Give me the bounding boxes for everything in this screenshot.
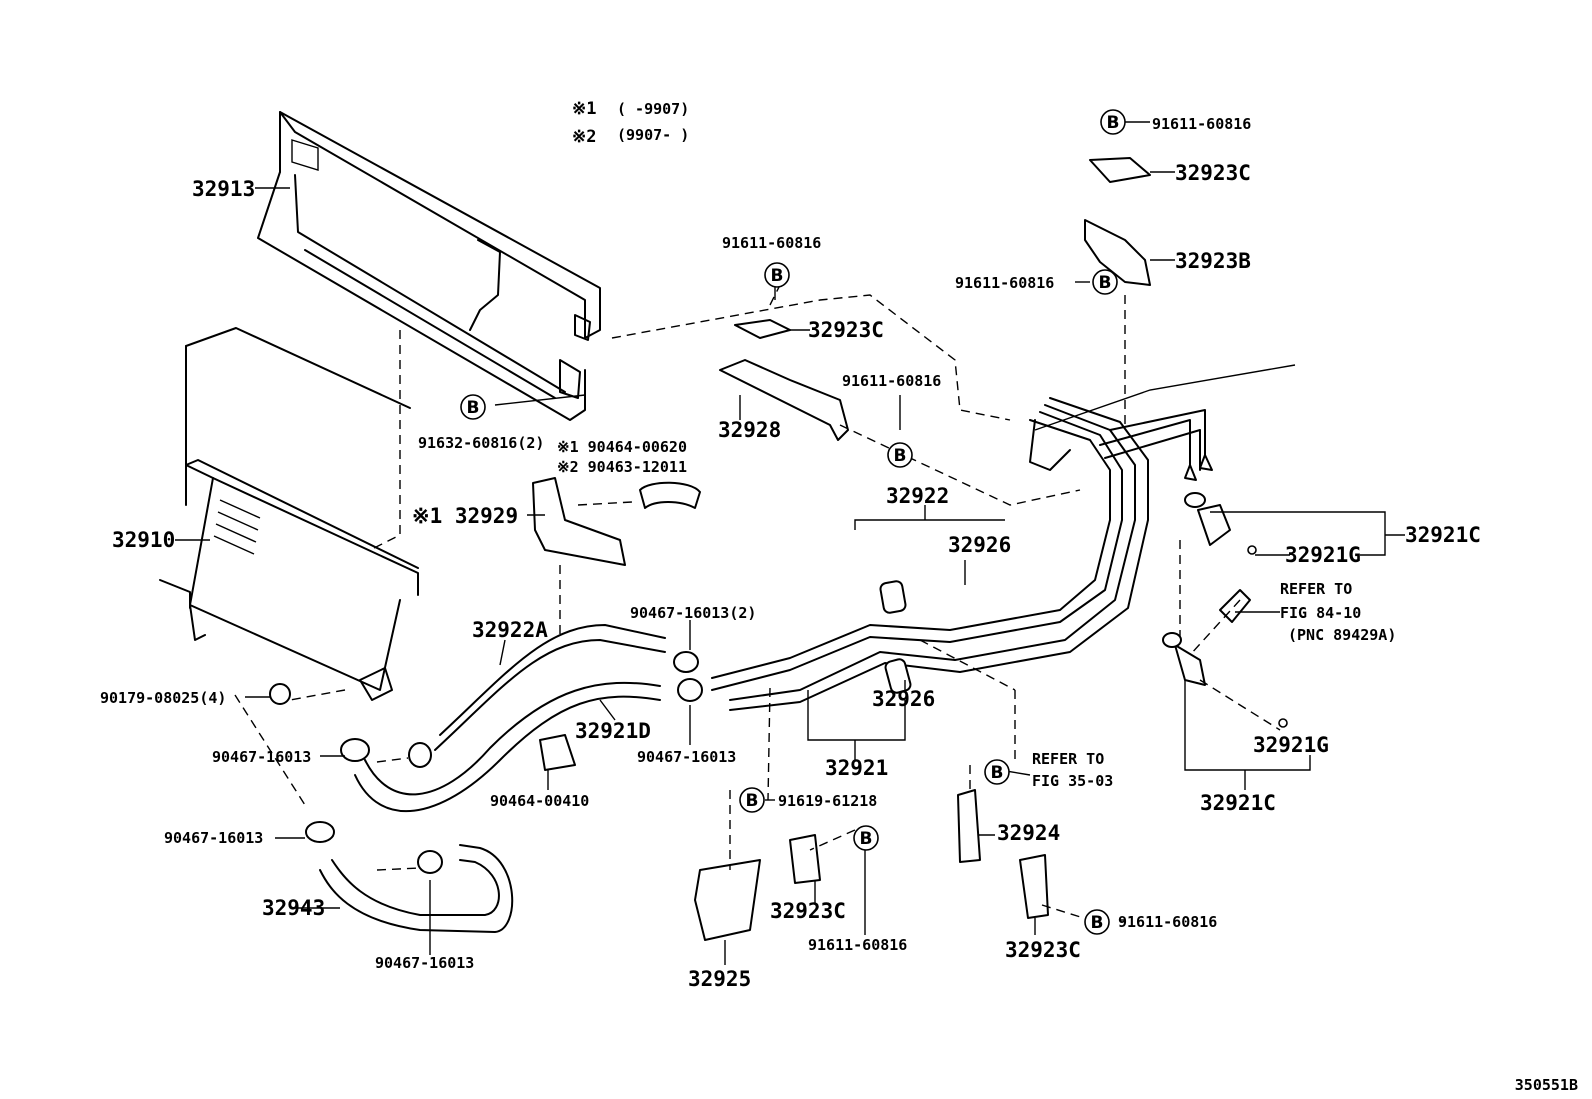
label-91611-tr: 91611-60816 (1152, 115, 1251, 133)
svg-text:B: B (860, 829, 873, 849)
label-32910: 32910 (112, 528, 175, 552)
label-90467-d: 90467-16013 (375, 954, 474, 972)
svg-text:B: B (746, 791, 759, 811)
label-91611-low: 91611-60816 (808, 936, 907, 954)
label-32921g-b: 32921G (1253, 733, 1329, 757)
notes-block: ※1 ( -9907) ※2 (9907- ) (572, 99, 689, 147)
label-leaders (175, 121, 1405, 965)
label-91611-top: 91611-60816 (722, 234, 821, 252)
label-91619: 91619-61218 (778, 792, 877, 810)
note-2-mark: ※2 (572, 127, 596, 147)
label-90467-b: 90467-16013 (637, 748, 736, 766)
label-91611-right-low: 91611-60816 (1118, 913, 1217, 931)
label-32925: 32925 (688, 967, 751, 991)
bolt-marker: B (984, 759, 1010, 785)
cooler-pipes (711, 397, 1213, 711)
label-90463-12011: ※2 90463-12011 (557, 458, 687, 476)
bolt-marker: B (460, 394, 486, 420)
label-32921g-a: 32921G (1285, 543, 1361, 567)
label-32922: 32922 (886, 484, 949, 508)
label-32928: 32928 (718, 418, 781, 442)
label-90467-16013-x2: 90467-16013(2) (630, 604, 756, 622)
svg-text:B: B (1107, 113, 1120, 133)
label-refer-84-line3: (PNC 89429A) (1288, 626, 1396, 644)
label-32923c-low: 32923C (770, 899, 846, 923)
oil-cooler (159, 327, 419, 701)
note-1-range: ( -9907) (617, 100, 689, 118)
label-91611-mid: 91611-60816 (842, 372, 941, 390)
bolt-markers: B B B B B B B B B (460, 109, 1126, 935)
bolt-marker: B (764, 262, 790, 288)
label-91611-tr2: 91611-60816 (955, 274, 1054, 292)
label-90467-a: 90467-16013 (212, 748, 311, 766)
clamps (269, 157, 1288, 941)
figure-id: 350551B (1515, 1076, 1578, 1094)
note-2-range: (9907- ) (617, 126, 689, 144)
bolt-marker: B (1100, 109, 1126, 135)
label-32943: 32943 (262, 896, 325, 920)
hoses (319, 580, 912, 933)
svg-text:B: B (467, 398, 480, 418)
label-32923b: 32923B (1175, 249, 1251, 273)
label-32924: 32924 (997, 821, 1060, 845)
label-refer-35-line1: REFER TO (1032, 750, 1104, 768)
bolt-marker: B (739, 787, 765, 813)
label-90464-00620: ※1 90464-00620 (557, 438, 687, 456)
label-refer-84-line2: FIG 84-10 (1280, 604, 1361, 622)
label-90467-c: 90467-16013 (164, 829, 263, 847)
svg-text:B: B (894, 446, 907, 466)
label-32923c-tr: 32923C (1175, 161, 1251, 185)
label-91632: 91632-60816(2) (418, 434, 544, 452)
note-1-mark: ※1 (572, 99, 596, 119)
label-32922a: 32922A (472, 618, 548, 642)
upper-support-panel (257, 111, 601, 421)
svg-text:B: B (1091, 913, 1104, 933)
svg-text:B: B (1099, 273, 1112, 293)
label-90179: 90179-08025(4) (100, 689, 226, 707)
svg-text:B: B (771, 266, 784, 286)
bolt-marker: B (1084, 909, 1110, 935)
label-32923c-right-low: 32923C (1005, 938, 1081, 962)
bolt-marker: B (853, 825, 879, 851)
label-32926-b: 32926 (872, 687, 935, 711)
label-32923c-top: 32923C (808, 318, 884, 342)
label-32921: 32921 (825, 756, 888, 780)
bolt-marker: B (887, 442, 913, 468)
label-32921c-a: 32921C (1405, 523, 1481, 547)
part-labels: 32913 32910 91632-60816(2) ※1 90464-0062… (100, 115, 1481, 991)
label-32913: 32913 (192, 177, 255, 201)
label-32926-a: 32926 (948, 533, 1011, 557)
label-32929: ※1 32929 (412, 504, 518, 528)
label-32921c-b: 32921C (1200, 791, 1276, 815)
label-refer-35-line2: FIG 35-03 (1032, 772, 1113, 790)
svg-text:B: B (991, 763, 1004, 783)
label-32921d: 32921D (575, 719, 651, 743)
label-90464-00410: 90464-00410 (490, 792, 589, 810)
bolt-marker: B (1092, 269, 1118, 295)
label-refer-84-line1: REFER TO (1280, 580, 1352, 598)
